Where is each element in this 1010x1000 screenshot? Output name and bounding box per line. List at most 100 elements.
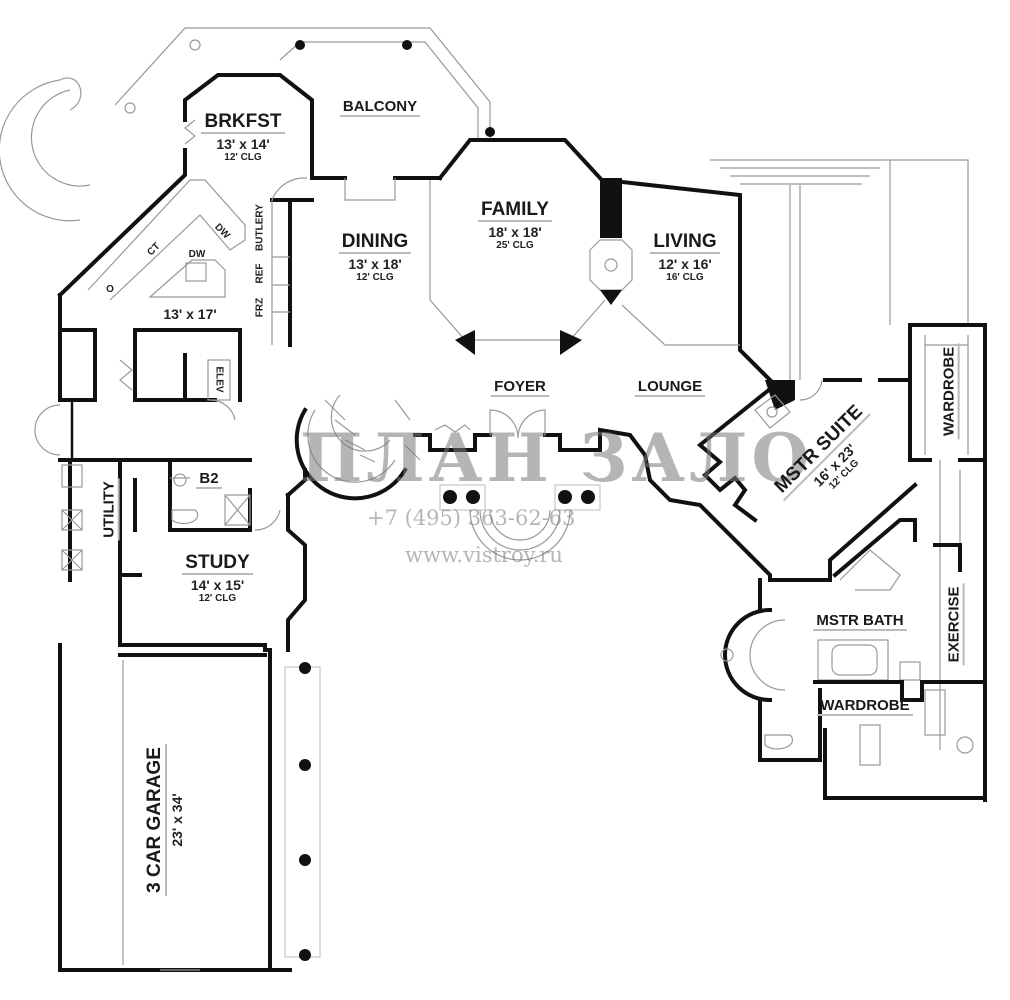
porch-column (299, 949, 311, 961)
watermark-phone: +7 (495) 363-62-63 (367, 506, 576, 530)
b2-toilet (171, 509, 199, 525)
label-oven: O (106, 284, 114, 295)
room-balcony: BALCONY (330, 98, 430, 117)
room-lounge: LOUNGE (625, 378, 715, 397)
balcony-column (124, 102, 136, 114)
fireplace-chimney (600, 178, 622, 238)
porch-column (443, 490, 457, 504)
room-foyer: FOYER (480, 378, 560, 397)
balcony-column (295, 40, 305, 50)
room-name: DINING (338, 232, 412, 254)
room-utility: UTILITY (101, 464, 120, 554)
room-size: 13' x 18' (348, 255, 402, 272)
room-wardrobe-lower: WARDROBE (810, 697, 920, 716)
living-diag-wall (621, 304, 740, 346)
kitchen-island (148, 259, 226, 298)
family-column (455, 330, 475, 355)
room-garage: 3 CAR GARAGE 23' x 34' (144, 720, 185, 920)
watermark-url: www.vistroy.ru (405, 543, 563, 567)
room-name: 3 CAR GARAGE (144, 744, 167, 896)
room-name: EXERCISE (946, 583, 965, 666)
foyer-stair-wall (285, 468, 307, 498)
room-name: BALCONY (339, 99, 421, 117)
room-name: FAMILY (478, 200, 552, 222)
shower-drain (956, 736, 974, 754)
porch-column (299, 759, 311, 771)
room-name: LOUNGE (634, 379, 706, 397)
bath-wall (832, 518, 962, 578)
spiral-staircase-exterior (0, 77, 91, 222)
room-name: BRKFST (201, 112, 285, 134)
side-door (34, 404, 61, 456)
room-family: FAMILY 18' x 18' 25' CLG (465, 200, 565, 251)
room-ceiling: 25' CLG (496, 239, 534, 251)
study-door (254, 509, 281, 531)
pantry-door (119, 359, 133, 391)
wardrobe-island (859, 724, 881, 766)
wc-toilet (764, 734, 794, 750)
room-wardrobe-upper: WARDROBE (941, 336, 960, 446)
porch-column (581, 490, 595, 504)
balcony-outline (114, 27, 491, 140)
label-butlery: BUTLERY (254, 204, 266, 251)
room-name: WARDROBE (817, 698, 913, 716)
mstr-suite-wall (696, 378, 918, 582)
foyer-niche (434, 424, 471, 433)
room-mstr-bath: MSTR BATH (805, 612, 915, 631)
room-b2: B2 (192, 470, 226, 489)
elevator-door (209, 399, 236, 421)
tower-fixture (720, 648, 734, 662)
porch-column-base (554, 484, 601, 511)
room-name: STUDY (182, 553, 253, 575)
brkfst-wall-left (57, 148, 187, 298)
mstr-fireplace-vent (766, 406, 778, 418)
room-ceiling: 16' CLG (666, 271, 704, 283)
room-name: WARDROBE (941, 343, 960, 439)
front-steps (469, 509, 571, 561)
room-size: 23' x 34' (168, 793, 185, 847)
front-door (489, 409, 546, 439)
fireplace-base (600, 290, 622, 305)
b2-wall (118, 458, 252, 647)
butlery-door (271, 177, 308, 201)
study-east-bay (286, 493, 307, 652)
balcony-column (485, 127, 495, 137)
room-size: 13' x 14' (216, 135, 270, 152)
label-dw-island: DW (188, 249, 206, 260)
kitchen-counter (87, 179, 246, 301)
room-dining: DINING 13' x 18' 12' CLG (325, 232, 425, 283)
butlery-wall (270, 198, 314, 347)
balcony-column (189, 39, 201, 51)
french-door (344, 178, 396, 201)
bay-window (184, 119, 196, 145)
mstr-fireplace-hearth (754, 394, 791, 429)
dishwasher (185, 262, 207, 282)
porch-column (299, 854, 311, 866)
room-study: STUDY 14' x 15' 12' CLG (170, 553, 265, 604)
vanity (899, 661, 921, 681)
label-ref: REF (254, 263, 266, 284)
room-exercise: EXERCISE (946, 574, 965, 674)
bath-tower-wall (723, 607, 773, 703)
room-name: LIVING (650, 232, 720, 254)
garage-wall (58, 643, 292, 972)
mstr-fireplace (765, 380, 795, 410)
watermark-brand: ПЛАН ЗАЛО (300, 419, 813, 497)
room-ceiling: 12' CLG (356, 271, 394, 283)
balcony-column (402, 40, 412, 50)
room-name: B2 (196, 471, 222, 489)
room-ceiling: 12' CLG (198, 592, 237, 604)
label-elev: ELEV (213, 366, 225, 393)
fireplace-hearth (589, 239, 633, 291)
room-size: 18' x 18' (488, 223, 542, 240)
wardrobe-upper-wall (908, 323, 987, 802)
brkfst-wall (183, 73, 314, 178)
elevator (207, 359, 231, 401)
utility-sink (61, 464, 83, 488)
wardrobe-lower-wall (813, 680, 987, 800)
room-size: 14' x 15' (190, 576, 245, 593)
room-brkfst: BRKFST 13' x 14' 12' CLG (198, 112, 288, 163)
bath-west-wall (758, 578, 822, 762)
b2-fixtures (170, 477, 251, 526)
